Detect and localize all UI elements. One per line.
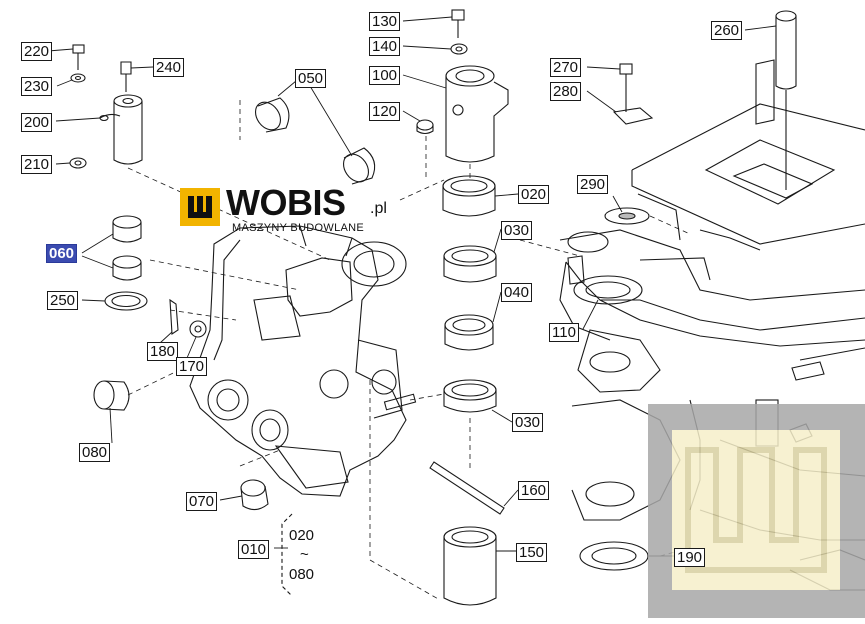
callout-230[interactable]: 230 bbox=[21, 77, 53, 96]
callout-240[interactable]: 240 bbox=[153, 58, 185, 77]
callout-260[interactable]: 260 bbox=[711, 21, 743, 40]
bushing-050-right bbox=[342, 147, 376, 185]
brand-tld: .pl bbox=[370, 200, 387, 217]
brand-name: WOBIS bbox=[226, 182, 346, 223]
bushing-060-upper bbox=[112, 215, 142, 243]
callout-030-upper[interactable]: 030 bbox=[501, 221, 533, 240]
bushing-030-upper bbox=[443, 245, 497, 283]
leader-lines bbox=[47, 16, 777, 557]
brand-logo: WOBIS .pl MASZYNY BUDOWLANE bbox=[180, 182, 398, 236]
assembly-guides bbox=[127, 100, 691, 601]
callout-220[interactable]: 220 bbox=[21, 42, 53, 61]
seal-210-part bbox=[69, 157, 87, 169]
callout-190[interactable]: 190 bbox=[674, 548, 706, 567]
bushing-200-part bbox=[99, 94, 143, 165]
pin-160-part bbox=[429, 461, 505, 515]
bushing-040-part bbox=[444, 314, 494, 351]
bushing-030-lower bbox=[443, 379, 497, 413]
callout-170[interactable]: 170 bbox=[176, 357, 208, 376]
grease-nipple-240-part bbox=[120, 61, 132, 92]
pin-220-part bbox=[72, 44, 85, 70]
shim-190-part bbox=[579, 541, 649, 571]
callout-110[interactable]: 110 bbox=[549, 323, 579, 342]
callout-140[interactable]: 140 bbox=[369, 37, 401, 56]
range-from: 020 bbox=[289, 527, 315, 544]
callout-100[interactable]: 100 bbox=[369, 66, 401, 85]
nut-120-part bbox=[416, 119, 434, 135]
callout-150[interactable]: 150 bbox=[516, 543, 548, 562]
callout-070[interactable]: 070 bbox=[186, 492, 218, 511]
callout-250[interactable]: 250 bbox=[47, 291, 79, 310]
callout-130[interactable]: 130 bbox=[369, 12, 401, 31]
callout-180[interactable]: 180 bbox=[147, 342, 179, 361]
callout-120[interactable]: 120 bbox=[369, 102, 401, 121]
callout-050[interactable]: 050 bbox=[295, 69, 327, 88]
range-to: 080 bbox=[289, 566, 315, 583]
bushing-050-left bbox=[254, 97, 290, 133]
bushing-080-part bbox=[93, 380, 130, 411]
brand-tagline: MASZYNY BUDOWLANE bbox=[232, 222, 365, 234]
callout-210[interactable]: 210 bbox=[21, 155, 53, 174]
washer-140-part bbox=[450, 43, 468, 55]
range-bracket bbox=[281, 513, 293, 597]
bolt-270-part bbox=[619, 63, 633, 112]
callout-030-lower[interactable]: 030 bbox=[512, 413, 544, 432]
watermark-logo bbox=[648, 404, 865, 618]
pin-150-part bbox=[443, 526, 497, 606]
callout-270[interactable]: 270 bbox=[550, 58, 582, 77]
callout-020[interactable]: 020 bbox=[518, 185, 550, 204]
bushing-070-part bbox=[240, 479, 269, 511]
bolt-130-part bbox=[451, 9, 465, 38]
callout-290[interactable]: 290 bbox=[577, 175, 609, 194]
plate-280-part bbox=[612, 107, 654, 125]
callout-160[interactable]: 160 bbox=[518, 481, 550, 500]
callout-040[interactable]: 040 bbox=[501, 283, 533, 302]
pin-180-part bbox=[169, 298, 179, 335]
pin-260-part bbox=[775, 10, 797, 190]
washer-230-part bbox=[70, 73, 86, 83]
callout-010[interactable]: 010 bbox=[238, 540, 270, 559]
range-separator: ~ bbox=[300, 546, 309, 563]
swing-bracket-part bbox=[189, 225, 417, 497]
washer-170-part bbox=[189, 320, 207, 338]
watermark-w-icon bbox=[685, 447, 827, 573]
shim-250-part bbox=[104, 291, 148, 311]
shim-290-part bbox=[604, 207, 650, 225]
bushing-060-lower bbox=[112, 255, 142, 281]
callout-060[interactable]: 060 bbox=[46, 244, 78, 263]
callout-200[interactable]: 200 bbox=[21, 113, 53, 132]
callout-280[interactable]: 280 bbox=[550, 82, 582, 101]
callout-080[interactable]: 080 bbox=[79, 443, 111, 462]
bushing-020-part bbox=[442, 175, 496, 217]
cap-100-part bbox=[445, 65, 509, 163]
logo-mark-icon bbox=[180, 188, 220, 226]
